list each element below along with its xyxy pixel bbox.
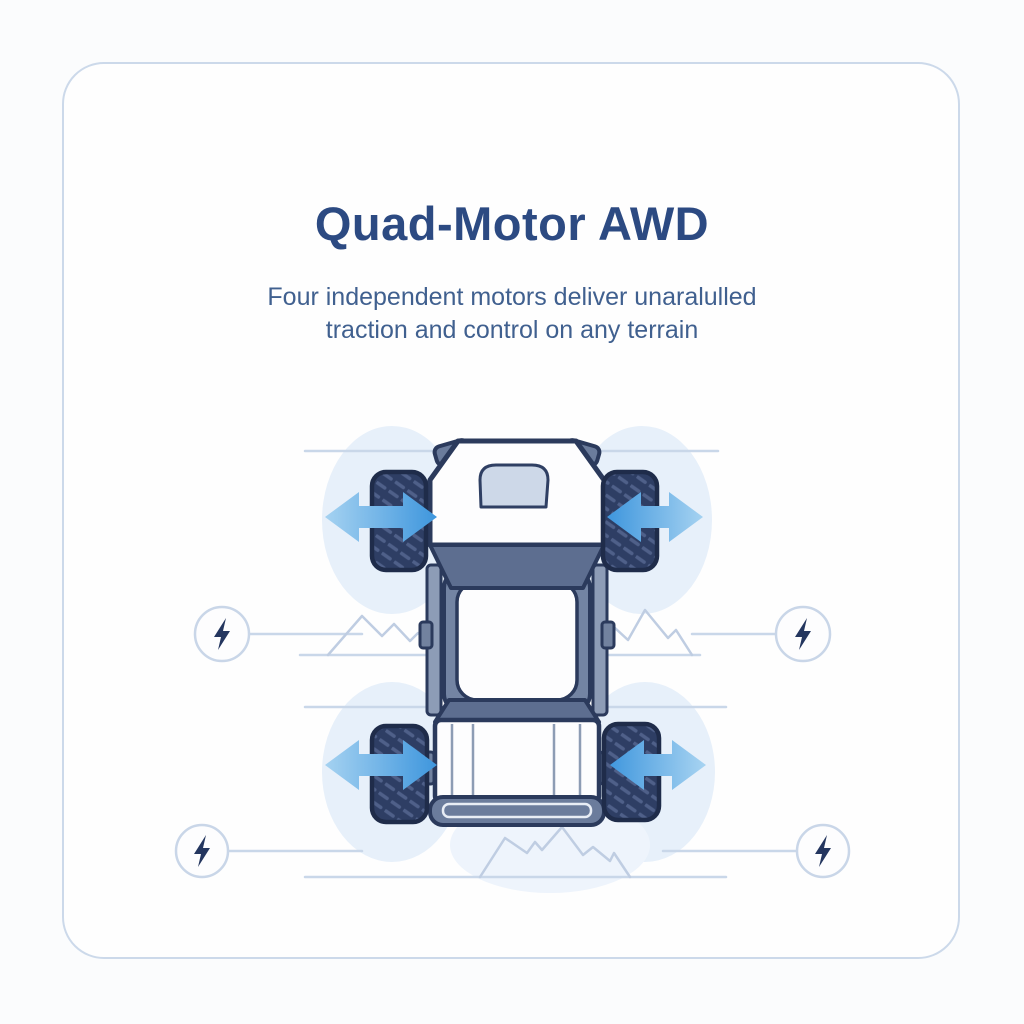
page-title: Quad-Motor AWD <box>314 197 710 250</box>
motor-icon-mid-left <box>193 605 251 663</box>
motor-badges <box>174 605 851 879</box>
subtitle-line-2: traction and control on any terrain <box>325 316 699 344</box>
side-rails <box>418 563 616 717</box>
double-arrow-icon-front-right <box>607 492 703 542</box>
motor-icon-bottom-right <box>795 823 851 879</box>
rear-bumper <box>428 795 606 827</box>
page-subtitle: Four independent motors deliver unaralul… <box>0 281 1024 347</box>
bumper-stripe <box>441 802 593 819</box>
torque-arrows <box>325 492 706 790</box>
motor-icon-mid-right <box>774 605 832 663</box>
subtitle-line-1: Four independent motors deliver unaralul… <box>267 283 757 311</box>
lightning-bolt-icon <box>815 835 831 867</box>
vehicle-top-view <box>369 438 662 827</box>
lightning-bolt-icon <box>214 618 230 650</box>
windshield <box>428 543 606 590</box>
truck-bed <box>432 717 602 805</box>
double-arrow-icon-front-left <box>325 492 437 542</box>
front-window <box>478 463 550 509</box>
double-arrow-icon-rear-right <box>610 740 706 790</box>
sunroof <box>455 580 579 702</box>
motor-icon-bottom-left <box>174 823 230 879</box>
lightning-bolt-icon <box>194 835 210 867</box>
double-arrow-icon-rear-left <box>325 740 437 790</box>
bed-panel-lines <box>450 724 582 798</box>
lightning-bolt-icon <box>795 618 811 650</box>
